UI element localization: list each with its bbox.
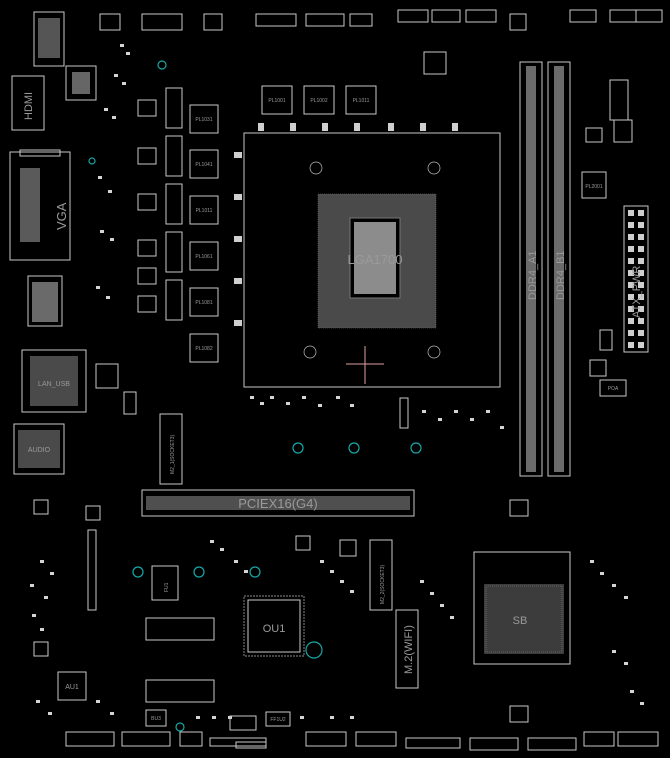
lan-label: LAN_USB (38, 381, 70, 388)
crosshair-mark (346, 346, 384, 384)
m2-socket1-label: M2_1(SOCKET3) (170, 434, 176, 474)
pl1001-label: PL1001 (268, 98, 285, 104)
bu3-label: BU3 (151, 716, 161, 722)
pl1011-label: PL1011 (196, 208, 213, 214)
ddr4-b1-label: DDR4_B1 (555, 250, 567, 300)
pl1002-label: PL1002 (310, 98, 327, 104)
ou1-chip: OU1 (243, 595, 305, 657)
misc-ics (33, 51, 633, 731)
sb-label: SB (513, 615, 528, 627)
dimm-slots: DDR4_A1 DDR4_B1 (519, 61, 571, 477)
m2-slots: M2_1(SOCKET3) M2_2(SOCKET3) M.2(WIFI) (159, 413, 419, 689)
smd-components (30, 44, 644, 719)
vrm-mosfets (137, 87, 183, 321)
ou1-label: OU1 (263, 623, 286, 635)
audio-codec: AU1 BU3 FU1 FF1U2 POA (57, 379, 627, 727)
pch-chip: SB (473, 551, 571, 665)
pl1031-label: PL1031 (195, 117, 212, 123)
ff1u2-label: FF1U2 (270, 717, 286, 723)
poa-label: POA (608, 386, 619, 392)
atx-pwr-label: ATX_PWR (631, 266, 643, 318)
pl1041-label: PL1041 (195, 162, 212, 168)
ddr4-a1-label: DDR4_A1 (527, 250, 539, 300)
pl2001-label: PL2001 (585, 184, 602, 190)
audio-label: AUDIO (28, 447, 51, 454)
mounting-holes (88, 60, 422, 732)
pl1081-label: PL1081 (195, 300, 212, 306)
pl1011b-label: PL1011 (353, 98, 370, 104)
pl1082-label: PL1082 (195, 346, 212, 352)
pl1061-label: PL1061 (195, 254, 212, 260)
pcie-x16-slot: PCIEX16(G4) (141, 489, 415, 517)
m2-socket2-label: M2_2(SOCKET3) (380, 564, 386, 604)
m2-wifi-label: M.2(WIFI) (403, 625, 415, 674)
vrm-inductors: PL1031 PL1041 PL1011 PL1061 PL1081 PL108… (189, 85, 607, 363)
cpu-socket-label: LGA1700 (348, 252, 403, 267)
pin-headers (19, 9, 663, 751)
vga-label: VGA (54, 202, 69, 230)
fu1-label: FU1 (164, 582, 170, 592)
pciex16-label: PCIEX16(G4) (238, 496, 317, 511)
rear-io: HDMI VGA LAN_USB AUDIO (9, 11, 97, 475)
cpu-socket: LGA1700 (234, 123, 501, 388)
atx-power-connector: ATX_PWR (623, 205, 649, 353)
hdmi-label: HDMI (23, 92, 35, 120)
au1-label: AU1 (65, 684, 79, 691)
